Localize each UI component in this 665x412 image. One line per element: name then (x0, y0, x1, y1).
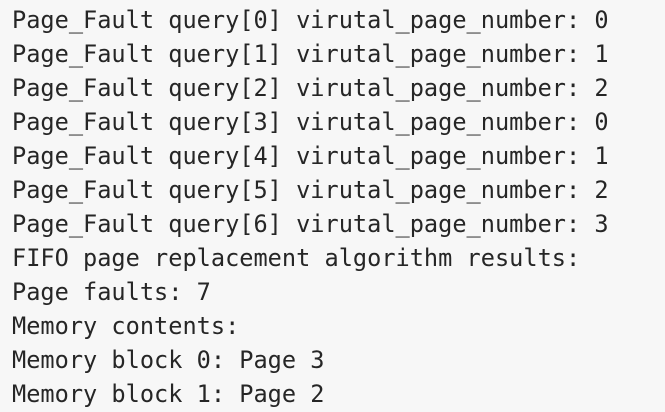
page-fault-line-0: Page_Fault query[0] virutal_page_number:… (12, 6, 609, 34)
memory-contents-heading-line: Memory contents: (12, 312, 240, 340)
page-fault-line-5: Page_Fault query[5] virutal_page_number:… (12, 176, 609, 204)
page-fault-line-3: Page_Fault query[3] virutal_page_number:… (12, 108, 609, 136)
page-fault-line-1: Page_Fault query[1] virutal_page_number:… (12, 40, 609, 68)
page-faults-count-line: Page faults: 7 (12, 278, 211, 306)
memory-block-1-line: Memory block 1: Page 2 (12, 380, 325, 408)
page-fault-line-4: Page_Fault query[4] virutal_page_number:… (12, 142, 609, 170)
page-fault-line-6: Page_Fault query[6] virutal_page_number:… (12, 210, 609, 238)
console-lines: Page_Fault query[0] virutal_page_number:… (12, 3, 665, 411)
memory-block-0-line: Memory block 0: Page 3 (12, 346, 325, 374)
results-heading-line: FIFO page replacement algorithm results: (12, 244, 581, 272)
page-fault-line-2: Page_Fault query[2] virutal_page_number:… (12, 74, 609, 102)
